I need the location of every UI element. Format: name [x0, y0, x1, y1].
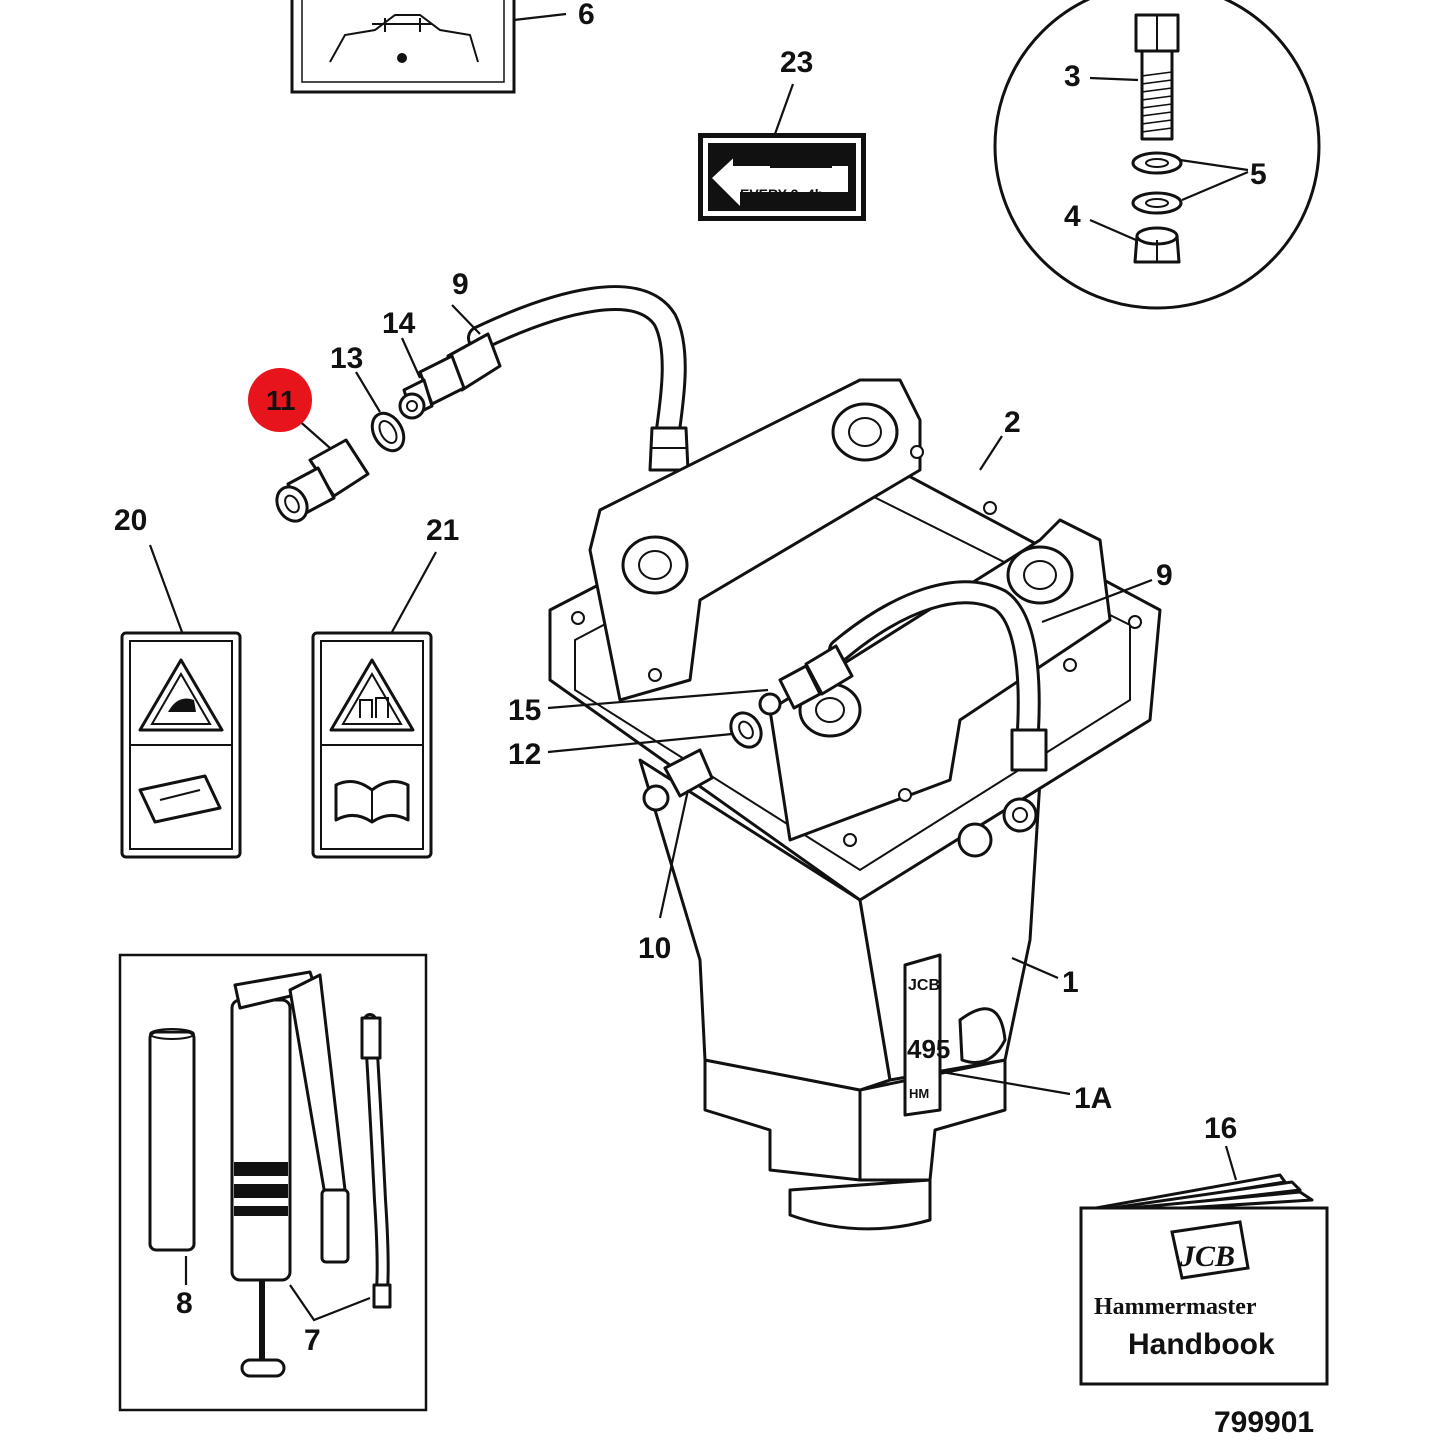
bolt-detail-circle: [993, 0, 1321, 310]
label-8: 8: [176, 1287, 193, 1320]
label-4: 4: [1064, 200, 1081, 233]
label-5: 5: [1250, 158, 1267, 191]
handbook-title-line1: Hammermaster: [1094, 1294, 1257, 1320]
handbook-16: JCB Hammermaster Handbook: [1079, 1145, 1329, 1386]
decal-23-text: EVERY 2- 4h: [740, 186, 823, 202]
label-2: 2: [1004, 406, 1021, 439]
label-9-top: 9: [452, 268, 469, 301]
handbook-title-line2: Handbook: [1128, 1328, 1275, 1361]
body-suffix: HM: [909, 1086, 929, 1101]
label-9-installed: 9: [1156, 559, 1173, 592]
handbook-brand: JCB: [1179, 1240, 1235, 1273]
highlight-marker-11: 11: [248, 368, 312, 432]
grease-kit-box: [118, 953, 428, 1412]
label-6: 6: [578, 0, 595, 31]
decal-20: [120, 544, 242, 859]
label-16: 16: [1204, 1112, 1237, 1145]
label-1a: 1A: [1074, 1082, 1112, 1115]
label-3: 3: [1064, 60, 1081, 93]
decal-23: EVERY 2- 4h: [698, 83, 866, 221]
adapter-11: [275, 417, 370, 523]
label-20: 20: [114, 504, 147, 537]
body-model: 495: [907, 1034, 950, 1064]
label-1: 1: [1062, 966, 1079, 999]
decal-6: [290, 0, 567, 94]
hose-9-assembly: [398, 285, 690, 472]
label-12: 12: [508, 738, 541, 771]
label-15: 15: [508, 694, 541, 727]
label-10: 10: [638, 932, 671, 965]
label-14: 14: [382, 307, 416, 340]
body-brand: JCB: [908, 977, 940, 994]
decal-21: [311, 551, 437, 859]
label-13: 13: [330, 342, 363, 375]
drawing-number: 799901: [1214, 1406, 1314, 1439]
label-23: 23: [780, 46, 813, 79]
label-21: 21: [426, 514, 459, 547]
hammer-body: JCB 495 HM: [547, 378, 1162, 1231]
label-7: 7: [304, 1324, 321, 1357]
label-11: 11: [266, 385, 296, 416]
seal-13: [355, 371, 406, 453]
